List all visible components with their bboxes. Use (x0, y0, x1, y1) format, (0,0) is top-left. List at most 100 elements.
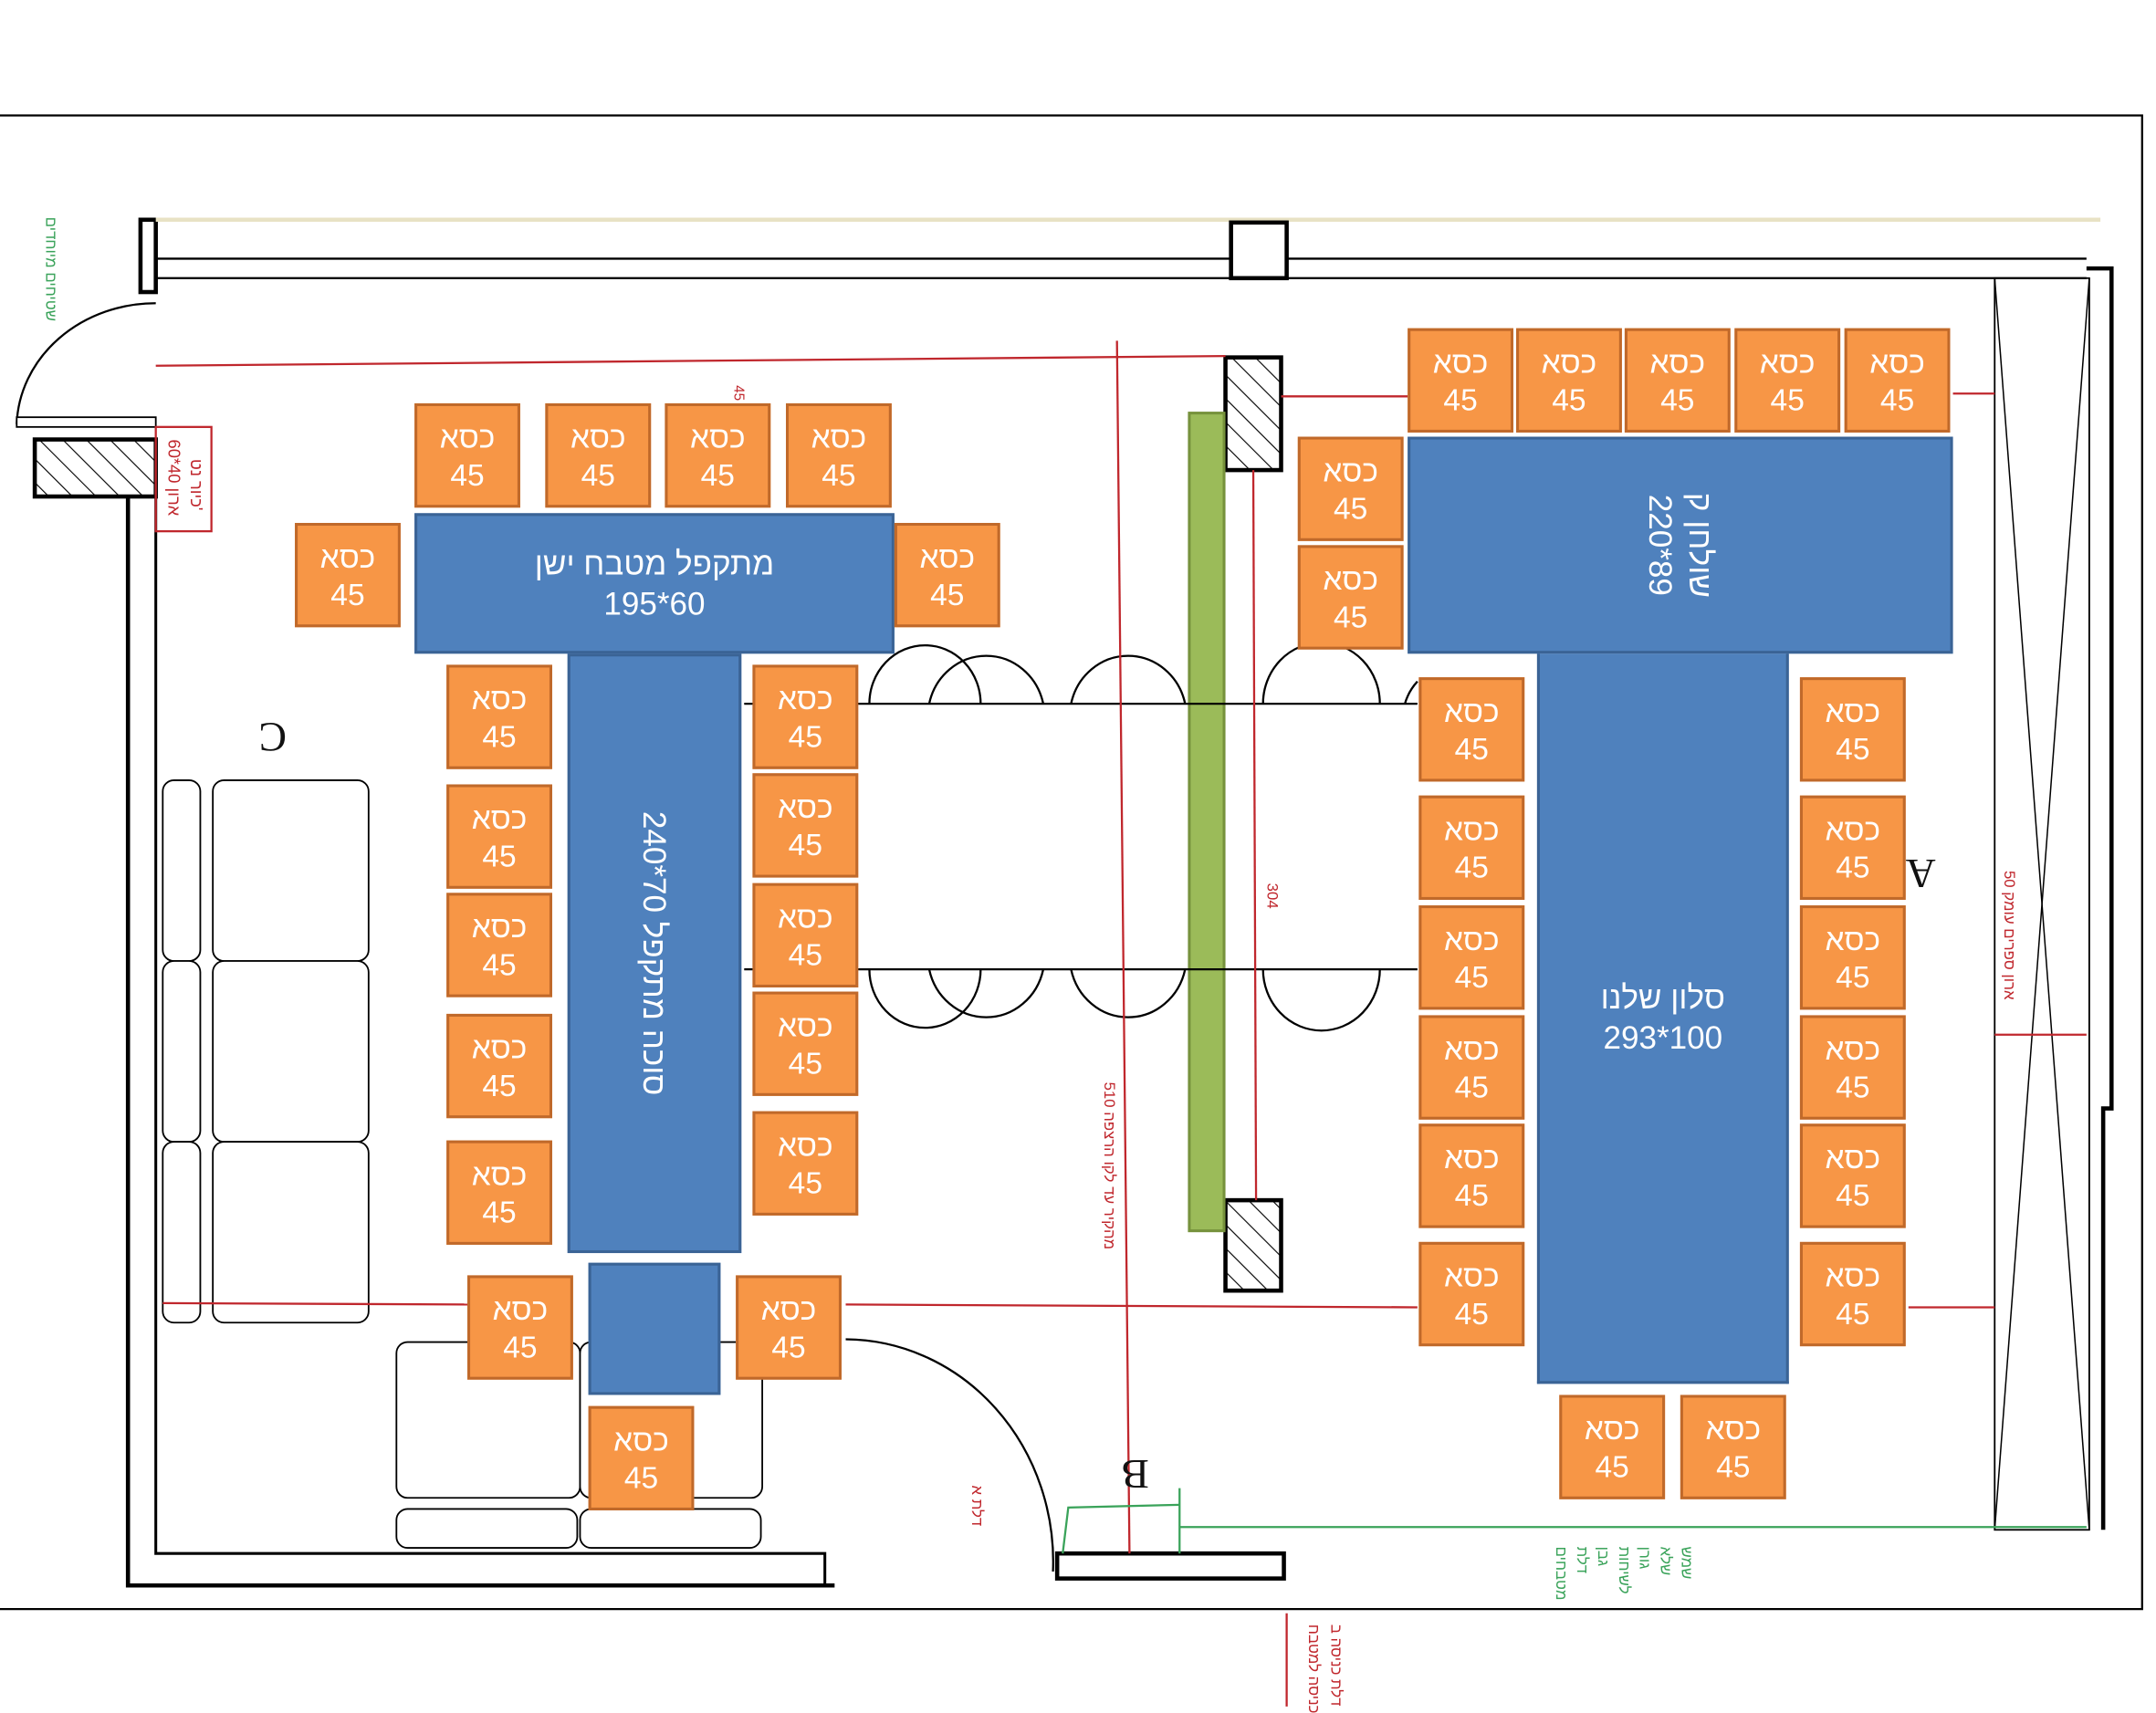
note-bookcase: ארון ספרים עומק 50 (2000, 870, 2017, 1000)
table-small-square[interactable] (588, 1262, 721, 1395)
note-cabinet: ארון 40*60 (163, 439, 184, 517)
chair-label: כסא (471, 908, 528, 944)
chair-label: כסא (1443, 1139, 1500, 1175)
chair-size: 45 (1836, 1176, 1870, 1213)
note-dim-45: 45 (730, 385, 746, 402)
chair-size: 45 (1454, 730, 1489, 766)
chair-size: 45 (1770, 381, 1805, 417)
chair-size: 45 (1454, 1176, 1489, 1213)
top-window-wall (138, 217, 2101, 295)
note-top-left: שטיחים מיוחדים (41, 216, 59, 321)
area-label-b: B (1121, 1450, 1149, 1497)
table-size: 220*89 (1642, 494, 1680, 596)
chair-size: 45 (788, 718, 822, 754)
chair-size: 45 (482, 838, 517, 873)
chair-label: כסא (492, 1290, 549, 1327)
chair-size: 45 (788, 1165, 822, 1200)
chair-size: 45 (788, 936, 822, 972)
chair-label: כסא (1323, 453, 1379, 488)
door-swing (845, 1338, 1054, 1572)
note-measure-item: שלא (1656, 1546, 1674, 1576)
table-size: 293*100 (1603, 1018, 1723, 1055)
chair-size: 45 (1836, 849, 1870, 884)
chair-label: כסא (1825, 1258, 1881, 1293)
chair-label: כסא (1649, 344, 1706, 380)
chair-size: 45 (1454, 1069, 1489, 1104)
note-measure-item: מטבחים (1552, 1546, 1569, 1601)
chair-size: 45 (482, 946, 517, 982)
chair-label: כסא (1443, 693, 1500, 728)
note-measure-item: גבן (1594, 1546, 1611, 1567)
chair-label: כסא (778, 1127, 833, 1163)
chair-label: כסא (1825, 921, 1881, 956)
note-entrance-2: כניסה למטבח (1304, 1624, 1322, 1713)
chair-size: 45 (788, 1045, 822, 1081)
note-cabinet-2: כיור נט' (186, 458, 206, 511)
chair-size: 45 (1552, 381, 1586, 417)
chair-size: 45 (1454, 849, 1489, 884)
chair-size: 45 (503, 1329, 538, 1364)
chair-size: 45 (330, 576, 365, 611)
chair-size: 45 (581, 456, 615, 492)
table-sukkah-folding[interactable]: סוכה מתקפל 70*240 (567, 653, 742, 1254)
area-label-a: A (1905, 850, 1936, 896)
column-hatched (1223, 1197, 1283, 1293)
door-swing (16, 302, 156, 424)
chair-label: כסא (919, 538, 976, 574)
chair-label: כסא (1432, 344, 1489, 380)
chair-size: 45 (1836, 1069, 1870, 1104)
chair-label: כסא (811, 419, 867, 454)
chair-size: 45 (1443, 381, 1478, 417)
chair-label: כסא (1825, 693, 1881, 728)
chair-size: 45 (1454, 1295, 1489, 1331)
dimension-lines (154, 340, 2087, 1707)
chair-label: כסא (1825, 1139, 1881, 1175)
table-name: סלון שלנו (1600, 978, 1726, 1015)
